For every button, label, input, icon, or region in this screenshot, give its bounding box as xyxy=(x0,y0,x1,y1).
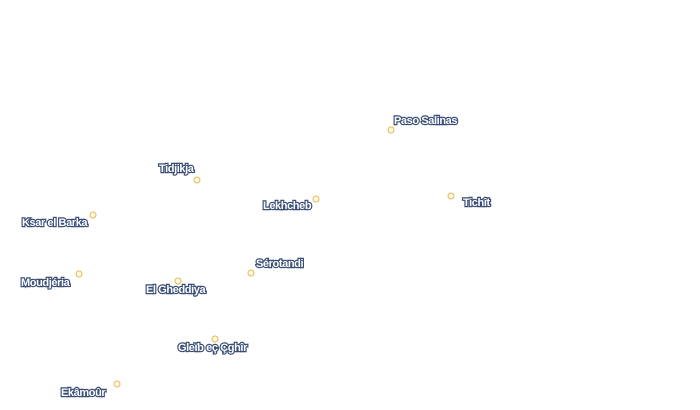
city-marker-icon[interactable] xyxy=(247,269,255,277)
city-marker-icon[interactable] xyxy=(211,335,219,343)
place-label: Sérotandi xyxy=(255,257,305,271)
place-label: El Gheddiya xyxy=(145,283,207,297)
city-marker-icon[interactable] xyxy=(174,277,182,285)
place-label: Ekâmoûr xyxy=(60,386,107,400)
place-label: Ksar el Barka xyxy=(21,216,89,230)
city-marker-icon[interactable] xyxy=(113,380,121,388)
place-label: Gleïb eç Çghîr xyxy=(177,341,249,355)
city-marker-icon[interactable] xyxy=(193,176,201,184)
city-marker-icon[interactable] xyxy=(75,270,83,278)
place-label: Tichît xyxy=(462,196,492,210)
place-label: Paso Salinas xyxy=(393,114,459,128)
city-marker-icon[interactable] xyxy=(89,211,97,219)
place-label: Moudjéria xyxy=(20,276,71,290)
city-marker-icon[interactable] xyxy=(387,126,395,134)
city-marker-icon[interactable] xyxy=(312,195,320,203)
place-label: Lekhcheb xyxy=(262,199,313,213)
city-marker-icon[interactable] xyxy=(447,192,455,200)
place-label: Tidjikja xyxy=(158,162,195,176)
